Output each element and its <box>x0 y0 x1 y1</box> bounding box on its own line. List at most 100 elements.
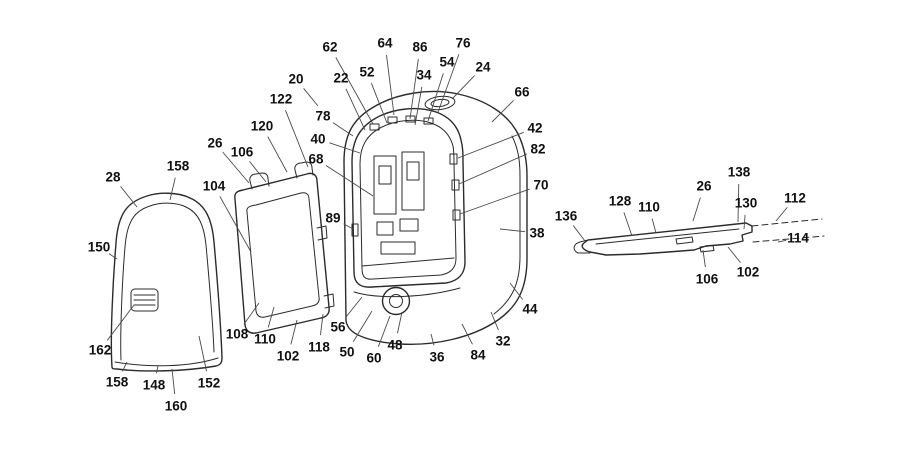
rim-side-detent <box>452 209 461 221</box>
ref-label-128: 128 <box>609 194 632 209</box>
leader-line-136 <box>572 225 586 242</box>
ref-label-84: 84 <box>470 348 486 363</box>
cover-housing <box>110 192 223 372</box>
leader-line-70 <box>459 188 530 215</box>
cover-bottom-rim <box>114 357 219 367</box>
slot-detail <box>406 161 420 181</box>
mounting-tray <box>573 218 825 256</box>
ref-label-150: 150 <box>88 240 111 255</box>
ref-label-70: 70 <box>533 178 548 193</box>
leader-line-162 <box>106 304 135 341</box>
ref-label-108: 108 <box>226 327 249 342</box>
tray-left-hook <box>573 239 591 254</box>
ref-label-44: 44 <box>522 302 538 317</box>
ref-label-130: 130 <box>735 196 758 211</box>
leader-line-138 <box>737 183 740 223</box>
lens-outer <box>381 286 411 316</box>
leader-line-24 <box>451 75 475 100</box>
ref-label-48: 48 <box>387 338 403 353</box>
lower-slot <box>380 241 416 255</box>
ref-label-104: 104 <box>203 179 226 194</box>
rim-latch-detail <box>387 116 398 124</box>
leader-line-36 <box>430 333 435 346</box>
frame-side-clip <box>323 293 335 309</box>
leader-line-160 <box>171 368 176 395</box>
ref-label-54: 54 <box>439 55 455 70</box>
leader-line-20 <box>303 88 319 107</box>
leader-line-110 <box>651 218 657 234</box>
ref-label-26: 26 <box>696 179 712 194</box>
ref-label-66: 66 <box>514 85 530 100</box>
leader-line-26 <box>222 151 250 184</box>
ref-label-118: 118 <box>308 340 330 355</box>
ref-label-158: 158 <box>106 375 129 390</box>
leader-line-122 <box>285 109 309 168</box>
leader-line-28 <box>120 186 138 208</box>
ref-label-22: 22 <box>333 71 348 86</box>
leader-line-62 <box>335 57 374 125</box>
ref-label-38: 38 <box>529 226 545 241</box>
leader-line-148 <box>156 365 159 374</box>
leader-line-82 <box>458 153 528 185</box>
leader-line-56 <box>345 296 363 318</box>
ref-label-60: 60 <box>366 351 381 366</box>
leader-line-60 <box>377 315 391 347</box>
ref-label-68: 68 <box>308 152 324 167</box>
interior-divider <box>361 257 455 267</box>
cover-outline <box>110 192 223 372</box>
leader-line-152 <box>198 335 207 372</box>
ref-label-32: 32 <box>495 334 510 349</box>
rim-side-detent <box>449 153 458 165</box>
ref-label-40: 40 <box>310 132 325 147</box>
ref-label-89: 89 <box>325 211 340 226</box>
chin-lip-line <box>353 287 461 298</box>
top-port-opening <box>424 95 456 111</box>
leader-line-50 <box>352 310 373 342</box>
main-body <box>343 90 528 345</box>
leader-line-106 <box>249 161 267 183</box>
hidden-line-upper <box>751 218 823 227</box>
leader-line-48 <box>397 311 403 334</box>
leader-line-158 <box>121 361 128 372</box>
leader-line-52 <box>370 83 388 124</box>
leader-line-32 <box>490 311 499 331</box>
body-side-seam <box>493 135 521 315</box>
leader-line-130 <box>743 214 746 230</box>
leader-line-158 <box>169 177 176 201</box>
body-outer-shell <box>343 90 528 345</box>
ref-label-56: 56 <box>330 320 346 335</box>
ref-label-78: 78 <box>315 109 331 124</box>
leader-line-108 <box>243 302 260 325</box>
leader-line-104 <box>219 196 252 253</box>
leader-line-40 <box>329 142 361 154</box>
leader-line-34 <box>414 86 423 126</box>
frame-side-clip <box>316 225 328 241</box>
ref-label-122: 122 <box>270 92 293 107</box>
front-opening-inner-rim <box>359 119 457 280</box>
lens-inner <box>389 294 403 308</box>
slot-detail <box>378 165 392 185</box>
ref-label-102: 102 <box>737 265 760 280</box>
tray-step <box>675 236 694 245</box>
ref-label-106: 106 <box>231 145 254 160</box>
ref-label-110: 110 <box>638 200 660 215</box>
ref-label-50: 50 <box>339 345 354 360</box>
ref-label-26: 26 <box>207 136 223 151</box>
ref-label-34: 34 <box>416 68 432 83</box>
leader-line-114 <box>777 239 787 243</box>
ref-label-82: 82 <box>530 142 545 157</box>
tray-foot <box>699 245 715 253</box>
tray-inner-edge <box>595 228 740 245</box>
frame-bracket <box>234 161 335 334</box>
leader-line-128 <box>623 212 633 237</box>
hidden-line-lower <box>752 235 825 243</box>
leader-line-84 <box>461 323 473 345</box>
ref-label-64: 64 <box>377 36 393 51</box>
leader-line-78 <box>332 122 354 137</box>
leader-lines-layer <box>106 54 788 395</box>
ref-label-138: 138 <box>728 165 751 180</box>
leader-line-64 <box>386 54 395 116</box>
ref-label-28: 28 <box>105 170 121 185</box>
